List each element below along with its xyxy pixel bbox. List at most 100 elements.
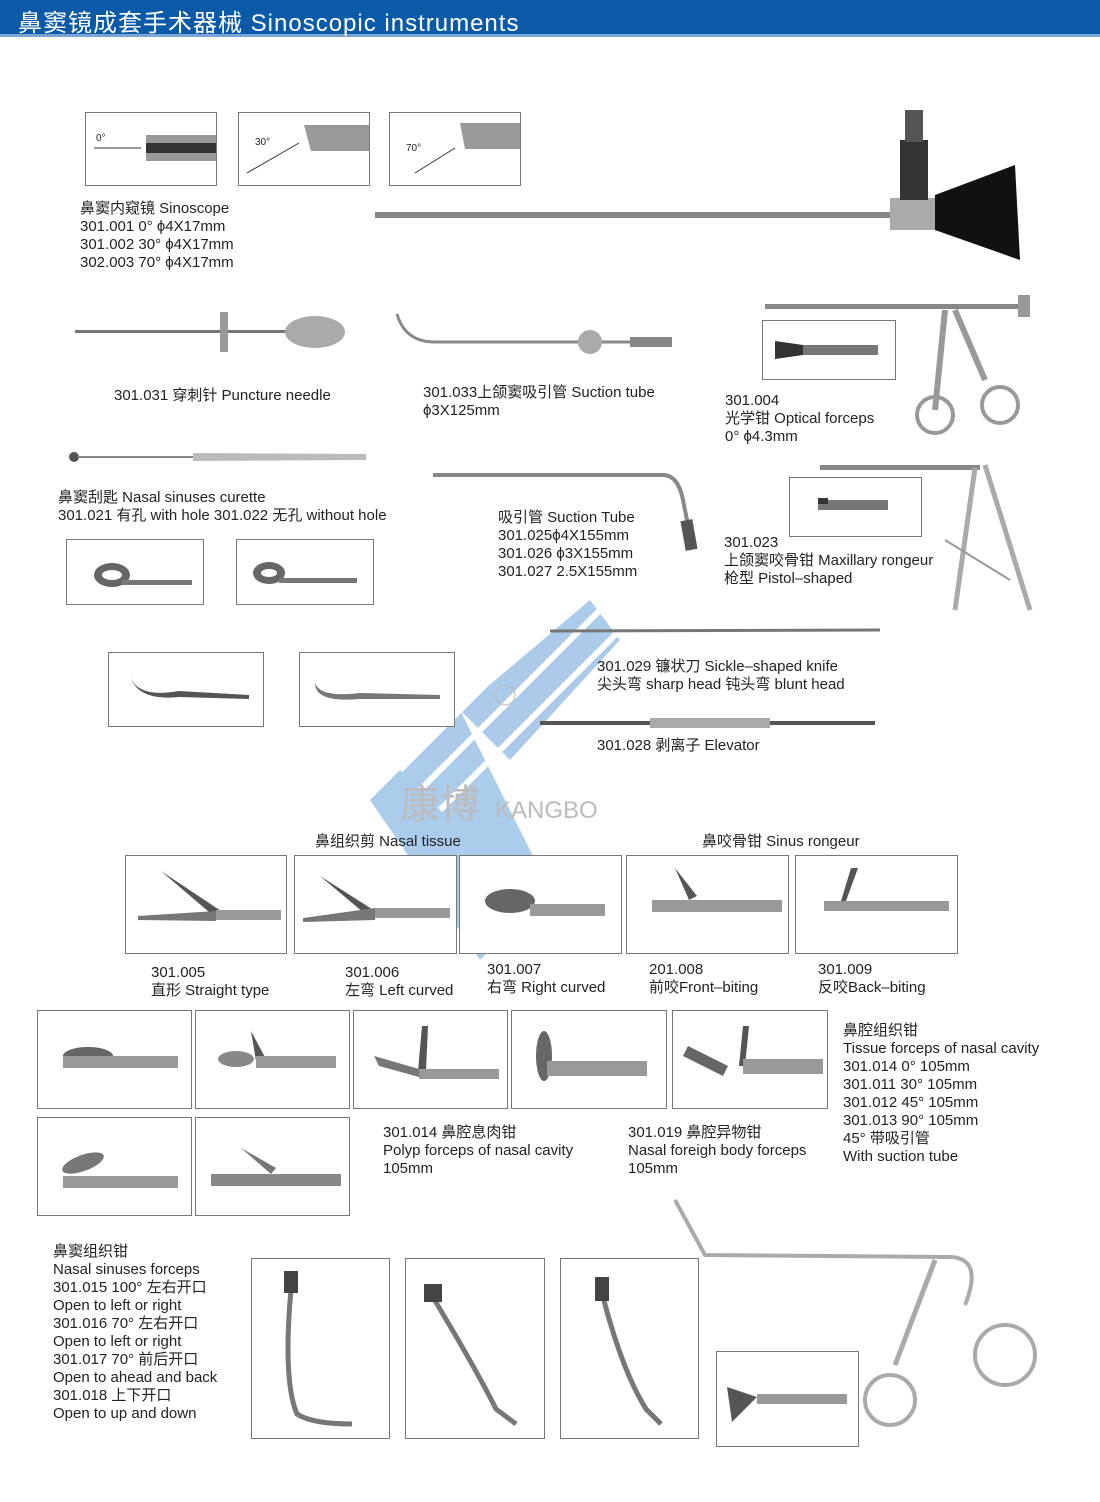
caption-line: Nasal sinuses forceps — [53, 1261, 200, 1278]
item-name: 直形 Straight type — [151, 982, 270, 999]
curette-without-hole-image — [236, 539, 374, 605]
caption-line: 301.025ϕ4X155mm — [498, 527, 629, 544]
caption-line: 302.003 70° ϕ4X17mm — [80, 254, 234, 271]
caption-line: ϕ3X125mm — [423, 402, 500, 419]
item-name: 反咬Back–biting — [818, 979, 926, 996]
caption-line: 0° ϕ4.3mm — [725, 428, 798, 445]
caption-line: With suction tube — [843, 1148, 959, 1165]
puncture-needle-label: 301.031 穿刺针 Puncture needle — [114, 387, 331, 404]
item-code: 301.007 — [487, 961, 542, 978]
rongeur-back-biting-image — [795, 855, 958, 954]
header-banner: 鼻窦镜成套手术器械 Sinoscopic instruments — [0, 0, 1100, 37]
maxillary-rongeur-tip-image — [789, 477, 922, 537]
caption-line: 105mm — [628, 1160, 679, 1177]
elevator-label: 301.028 剥离子 Elevator — [597, 737, 760, 754]
caption-line: Nasal foreigh body forceps — [628, 1142, 807, 1159]
caption-line: 301.021 有孔 with hole 301.022 无孔 without … — [58, 507, 387, 524]
caption-line: Open to left or right — [53, 1297, 182, 1314]
caption-line: 301.013 90° 105mm — [843, 1112, 979, 1129]
forceps-30-image — [195, 1010, 350, 1109]
item-code: 301.009 — [818, 961, 873, 978]
caption-line: Open to left or right — [53, 1333, 182, 1350]
caption-line: 301.004 — [725, 392, 780, 409]
optical-forceps-tip-image — [762, 320, 896, 380]
item-code: 301.006 — [345, 964, 400, 981]
caption-line: 枪型 Pistol–shaped — [724, 570, 853, 587]
angle-label: 0° — [96, 133, 106, 144]
elevator-image — [540, 718, 875, 728]
scissors-right-curved-image — [459, 855, 622, 954]
forceps-45-image — [353, 1010, 508, 1109]
sinoscope-70-image — [389, 112, 521, 186]
caption-line: 鼻腔组织钳 — [843, 1022, 919, 1039]
caption-line: Open to ahead and back — [53, 1369, 218, 1386]
sinus-forceps-100-image — [251, 1258, 390, 1439]
rongeur-front-biting-image — [626, 855, 789, 954]
caption-line: Open to up and down — [53, 1405, 197, 1422]
caption-line: 吸引管 Suction Tube — [498, 509, 635, 526]
item-name: 左弯 Left curved — [345, 982, 454, 999]
caption-line: 301.018 上下开口 — [53, 1387, 172, 1404]
watermark-cn-text: 康博 — [400, 783, 480, 827]
angle-label: 70° — [406, 143, 422, 154]
sickle-knife-image — [550, 628, 880, 633]
item-code: 301.005 — [151, 964, 206, 981]
forceps-suction-image — [672, 1010, 828, 1109]
sinus-rongeur-heading: 鼻咬骨钳 Sinus rongeur — [702, 833, 860, 850]
foreign-body-forceps-image — [195, 1117, 350, 1216]
item-code: 201.008 — [649, 961, 704, 978]
caption-line: 301.014 0° 105mm — [843, 1058, 970, 1075]
caption-line: 301.014 鼻腔息肉钳 — [383, 1124, 517, 1141]
puncture-needle-image — [75, 312, 345, 352]
caption-line: 尖头弯 sharp head 钝头弯 blunt head — [597, 676, 845, 693]
caption-line: 301.016 70° 左右开口 — [53, 1315, 199, 1332]
curette-image — [69, 452, 366, 462]
sinoscope-30-image — [238, 112, 370, 186]
caption-line: 301.023 — [724, 534, 779, 551]
polyp-forceps-image — [37, 1117, 192, 1216]
caption-line: 301.019 鼻腔异物钳 — [628, 1124, 762, 1141]
caption-line: 鼻窦内窥镜 Sinoscope — [80, 200, 230, 217]
caption-line: 鼻窦刮匙 Nasal sinuses curette — [58, 489, 266, 506]
caption-line: 45° 带吸引管 — [843, 1130, 930, 1147]
caption-line: 301.017 70° 前后开口 — [53, 1351, 199, 1368]
caption-line: Polyp forceps of nasal cavity — [383, 1142, 574, 1159]
forceps-0-image — [37, 1010, 192, 1109]
sinoscope-0-image — [85, 112, 217, 186]
caption-line: 上颌窦咬骨钳 Maxillary rongeur — [724, 552, 934, 569]
knife-blunt-head-image — [299, 652, 455, 727]
sinus-forceps-handle-image — [673, 1199, 1037, 1427]
caption-line: 301.001 0° ϕ4X17mm — [80, 218, 226, 235]
watermark-en-text: KANGBO — [495, 797, 598, 824]
knife-sharp-head-image — [108, 652, 264, 727]
nasal-tissue-heading: 鼻组织剪 Nasal tissue — [315, 833, 461, 850]
scissors-straight-image — [125, 855, 287, 954]
item-name: 前咬Front–biting — [649, 979, 759, 996]
caption-line: 301.011 30° 105mm — [843, 1076, 978, 1093]
angle-label: 30° — [255, 137, 271, 148]
forceps-90-image — [511, 1010, 667, 1109]
caption-line: Tissue forceps of nasal cavity — [843, 1040, 1040, 1057]
sinoscope-image — [375, 110, 1020, 260]
page-title: 鼻窦镜成套手术器械 Sinoscopic instruments — [18, 10, 520, 37]
caption-line: 301.012 45° 105mm — [843, 1094, 979, 1111]
suction-tube-125-image — [395, 313, 672, 354]
sinus-forceps-70-ab-image — [560, 1258, 699, 1439]
caption-line: 鼻窦组织钳 — [53, 1243, 129, 1260]
maxillary-rongeur-image — [820, 464, 1033, 611]
caption-line: 301.027 2.5X155mm — [498, 563, 638, 580]
